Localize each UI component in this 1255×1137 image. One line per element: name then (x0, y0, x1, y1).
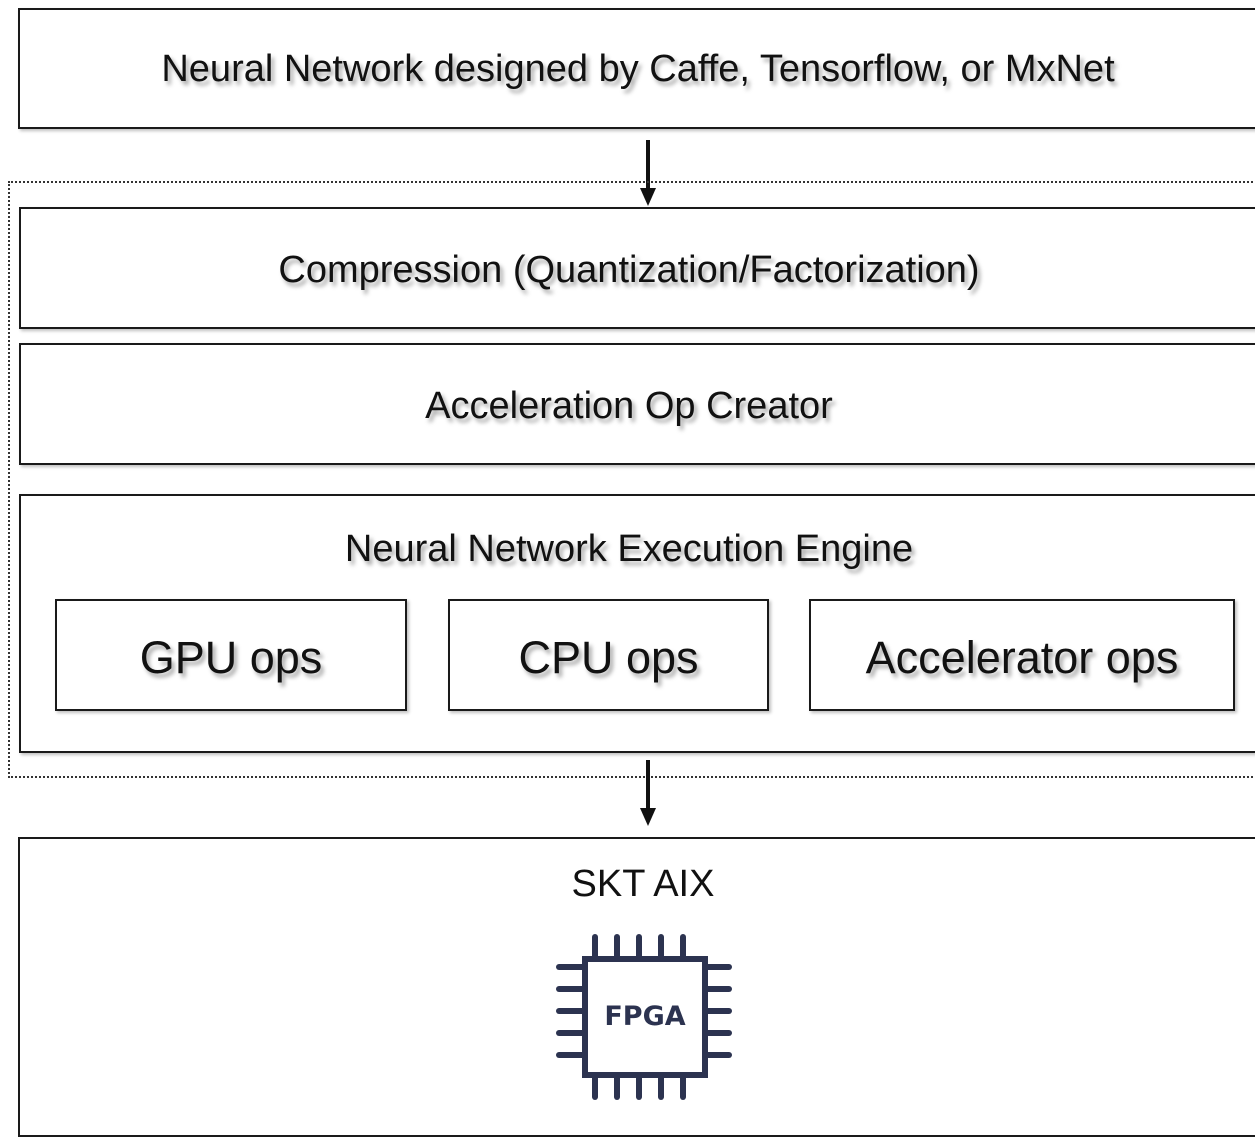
fpga-chip-label: FPGA (604, 1001, 685, 1032)
cpu-ops-label: CPU ops (518, 632, 699, 683)
op-creator-box: Acceleration Op Creator (19, 343, 1255, 465)
accelerator-ops-box: Accelerator ops (809, 599, 1235, 711)
gpu-ops-label: GPU ops (139, 632, 323, 683)
input-network-label: Neural Network designed by Caffe, Tensor… (161, 48, 1115, 90)
compression-box: Compression (Quantization/Factorization) (19, 207, 1255, 329)
fpga-chip-icon: FPGA (556, 934, 732, 1100)
hardware-title: SKT AIX (571, 863, 715, 905)
compression-label: Compression (Quantization/Factorization) (278, 249, 980, 291)
execution-engine-title: Neural Network Execution Engine (344, 528, 914, 570)
cpu-ops-box: CPU ops (448, 599, 769, 711)
input-network-box: Neural Network designed by Caffe, Tensor… (18, 8, 1255, 129)
processing-group-boundary (8, 181, 1255, 778)
gpu-ops-box: GPU ops (55, 599, 407, 711)
op-creator-label: Acceleration Op Creator (425, 385, 833, 427)
accelerator-ops-label: Accelerator ops (865, 632, 1179, 683)
arrow-down-icon (640, 760, 656, 826)
